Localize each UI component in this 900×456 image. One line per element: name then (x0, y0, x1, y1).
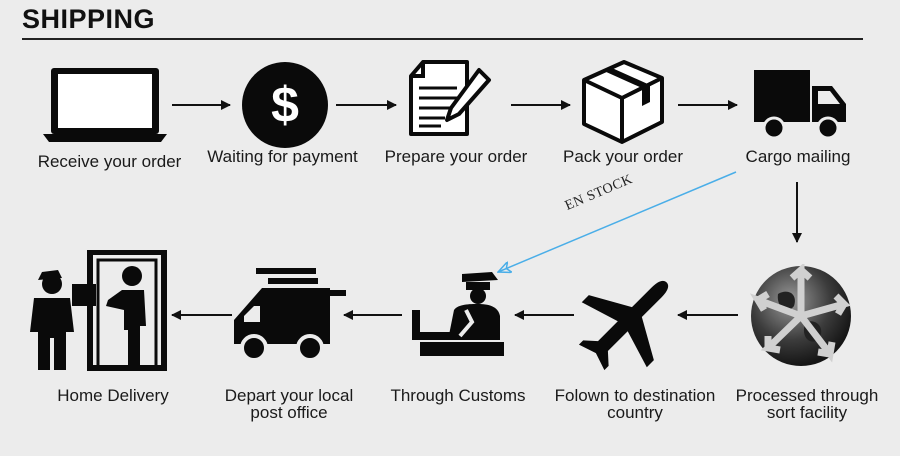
truck-icon (754, 70, 846, 140)
step-flight-label: Folown to destination country (544, 387, 726, 421)
step-cargo-label: Cargo mailing (745, 147, 851, 166)
step-home-label: Home Delivery (57, 386, 169, 405)
arrow-en-stock (498, 171, 737, 272)
step-prepare-label: Prepare your order (384, 147, 528, 166)
page-title: SHIPPING (22, 4, 156, 34)
svg-text:$: $ (271, 77, 299, 133)
step-pack-label: Pack your order (563, 147, 683, 166)
title-underline (22, 38, 863, 40)
step-payment-label: Waiting for payment (207, 147, 358, 166)
dollar-icon: $ (242, 62, 328, 148)
step-depart-label: Depart your local post office (212, 387, 366, 421)
document-pen-icon (409, 60, 491, 136)
step-depart-label-line1: Depart your local (224, 386, 354, 405)
step-flight-label-line2: country (607, 403, 663, 422)
globe-arrows-icon (749, 264, 851, 366)
box-icon (582, 60, 664, 144)
step-sort-label: Processed through sort facility (728, 387, 886, 421)
customs-officer-icon (412, 272, 504, 356)
step-receive-label: Receive your order (37, 152, 182, 171)
step-sort-label-line2: sort facility (766, 403, 848, 422)
step-customs-label: Through Customs (390, 386, 526, 405)
fast-truck-icon (234, 268, 346, 362)
step-flight-label-line1: Folown to destination (554, 386, 716, 405)
step-sort-label-line1: Processed through (735, 386, 879, 405)
laptop-icon (43, 68, 167, 142)
airplane-icon (578, 280, 669, 371)
door-delivery-icon (30, 250, 167, 371)
step-depart-label-line2: post office (250, 403, 328, 422)
